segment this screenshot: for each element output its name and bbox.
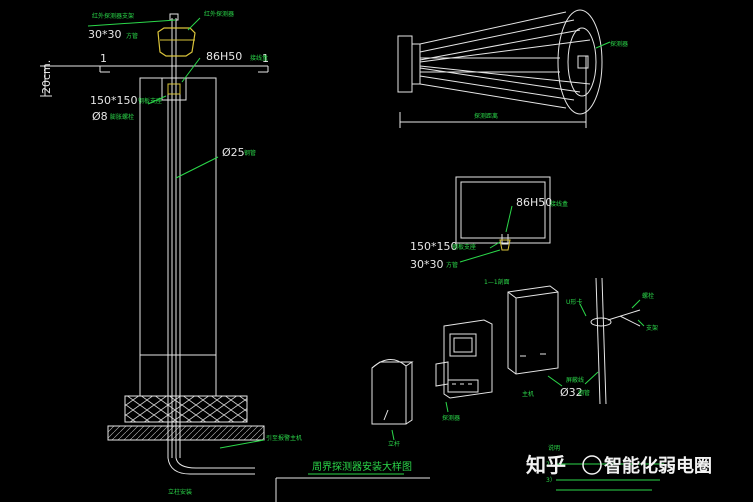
- note-3: 3）: [546, 477, 556, 484]
- watermark-zhihu: 知乎: [526, 453, 566, 477]
- notes-title: 说明: [548, 444, 560, 452]
- section-mark-right: 1: [262, 52, 269, 65]
- detector-device: [371, 359, 407, 425]
- pipe-unit-label: 钢管: [244, 149, 256, 157]
- pipe-size-label: Ø25: [222, 146, 245, 159]
- cable-pipe: [167, 90, 255, 475]
- post-body: [139, 77, 217, 397]
- ground-note-label: 引至报警主机: [266, 434, 302, 442]
- foundation-block: [124, 395, 248, 423]
- u-clamp-label: U形卡: [566, 298, 582, 306]
- bolt-unit-label: 膨胀螺栓: [110, 113, 134, 121]
- pipe2-unit-label: 钢管: [578, 389, 590, 397]
- cabinet-box: [507, 285, 559, 375]
- beam-detector-label: 探测器: [610, 40, 628, 48]
- detection-range-label: 探测距离: [474, 112, 498, 120]
- bracket-arrow-label: 支架: [646, 324, 658, 332]
- detail-plate-size-label: 150*150: [410, 240, 458, 253]
- box-unit-label: 接线盒: [250, 54, 268, 62]
- equipment-perspective-view: [371, 277, 645, 441]
- watermark-account: 智能化弱电圈: [604, 455, 712, 477]
- drawing-title: 周界探测器安装大样图: [312, 460, 412, 473]
- plate-unit-label: 钢板支座: [138, 97, 162, 105]
- note-2: 2）: [546, 461, 556, 468]
- bolt-label: Ø8: [92, 110, 108, 123]
- sensor-bracket-label: 红外探测器支架: [92, 12, 134, 20]
- box-size-label: 86H50: [206, 50, 242, 63]
- pole-line: [595, 277, 601, 405]
- detail-box-unit-label: 接线盒: [550, 200, 568, 208]
- sensor-housing: [157, 27, 196, 57]
- bracket-size-label: 30*30: [88, 28, 122, 41]
- post-installation-view: [40, 13, 269, 475]
- height-dimension-label: 20cm.: [40, 60, 53, 94]
- left-caption-label: 立柱安装: [168, 488, 192, 496]
- detector-label: 立杆: [388, 440, 400, 448]
- bracket-unit-label: 方管: [126, 32, 138, 40]
- pipe2-size-label: Ø32: [560, 386, 583, 399]
- bolt-arrow-label: 螺栓: [642, 292, 654, 300]
- watermark-logo-icon: [582, 455, 602, 475]
- junction-detail-view: [455, 176, 551, 263]
- detection-beam-view: [397, 9, 611, 128]
- detail-bracket-unit-label: 方管: [446, 261, 458, 269]
- junction-box: [161, 77, 187, 101]
- controller-label: 探测器: [442, 414, 460, 422]
- controller-box: [443, 319, 493, 399]
- sensor-label: 红外探测器: [204, 10, 234, 18]
- section-title-label: 1—1剖面: [484, 278, 510, 286]
- plate-size-label: 150*150: [90, 94, 138, 107]
- wire-label: 屏蔽线: [566, 376, 584, 384]
- section-mark-left: 1: [100, 52, 107, 65]
- ground-base: [107, 425, 265, 441]
- detail-plate-unit-label: 钢板支座: [452, 243, 476, 251]
- cabinet-label: 主机: [522, 390, 534, 398]
- detail-box-size-label: 86H50: [516, 196, 552, 209]
- detail-bracket-size-label: 30*30: [410, 258, 444, 271]
